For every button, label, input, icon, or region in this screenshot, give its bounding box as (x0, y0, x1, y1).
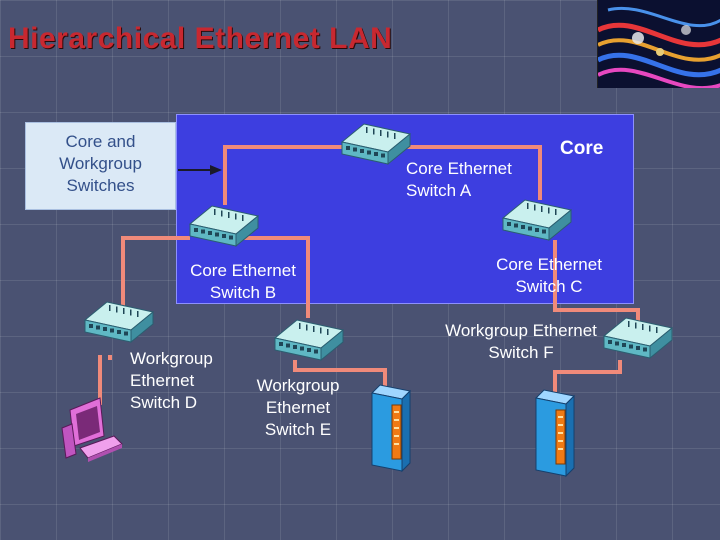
legend-line-2: Workgroup (59, 154, 142, 173)
switch-f-label-line-2: Switch F (488, 343, 554, 362)
arrow-icon (178, 165, 222, 175)
legend-line-1: Core and (65, 132, 136, 151)
link-b-e (230, 236, 310, 318)
switch-icon (341, 123, 411, 165)
legend-box: Core and Workgroup Switches (25, 122, 176, 210)
switch-c-label-line-2: Switch C (515, 277, 583, 296)
switch-d-label: Workgroup Ethernet Switch D (130, 348, 213, 414)
switch-f-label-line-1: Workgroup Ethernet (445, 321, 597, 340)
switch-b-label-line-2: Switch B (209, 283, 277, 302)
switch-e-label-line-3: Switch E (264, 420, 332, 439)
link-f-server (553, 360, 622, 395)
decorative-image (597, 0, 720, 88)
server-icon (371, 384, 411, 472)
switch-icon (274, 319, 344, 361)
network-links (98, 145, 640, 405)
server-icon (535, 389, 575, 477)
link-b-d (121, 236, 190, 308)
computer-icon (61, 397, 123, 462)
switch-b-label: Core Ethernet Switch B (176, 260, 310, 304)
switch-d-label-line-2: Ethernet (130, 371, 195, 390)
switch-e-label-line-2: Ethernet (265, 398, 331, 417)
link-a-b (223, 145, 360, 205)
slide-title: Hierarchical Ethernet LAN (8, 22, 393, 55)
link-e-server (293, 360, 387, 395)
link-a-c (400, 145, 542, 200)
switch-a-label: Core Ethernet Switch A (406, 158, 512, 202)
switch-icon (502, 199, 572, 241)
link-c-f (553, 240, 640, 330)
switch-b-label-line-1: Core Ethernet (190, 261, 296, 280)
legend-line-3: Switches (66, 176, 135, 195)
switch-c-label-line-1: Core Ethernet (496, 255, 602, 274)
switch-f-label: Workgroup Ethernet Switch F (428, 320, 614, 364)
switch-d-label-line-3: Switch D (130, 393, 198, 412)
switch-icon (603, 317, 673, 359)
switch-a-label-line-1: Core Ethernet (406, 159, 512, 178)
switch-c-label: Core Ethernet Switch C (480, 254, 618, 298)
switch-a-label-line-2: Switch A (406, 181, 472, 200)
switch-e-label-line-1: Workgroup (256, 376, 340, 395)
switch-e-label: Workgroup Ethernet Switch E (246, 375, 350, 441)
core-area-label: Core (560, 138, 604, 159)
switch-icon (84, 301, 154, 343)
switch-d-label-line-1: Workgroup (130, 349, 213, 368)
